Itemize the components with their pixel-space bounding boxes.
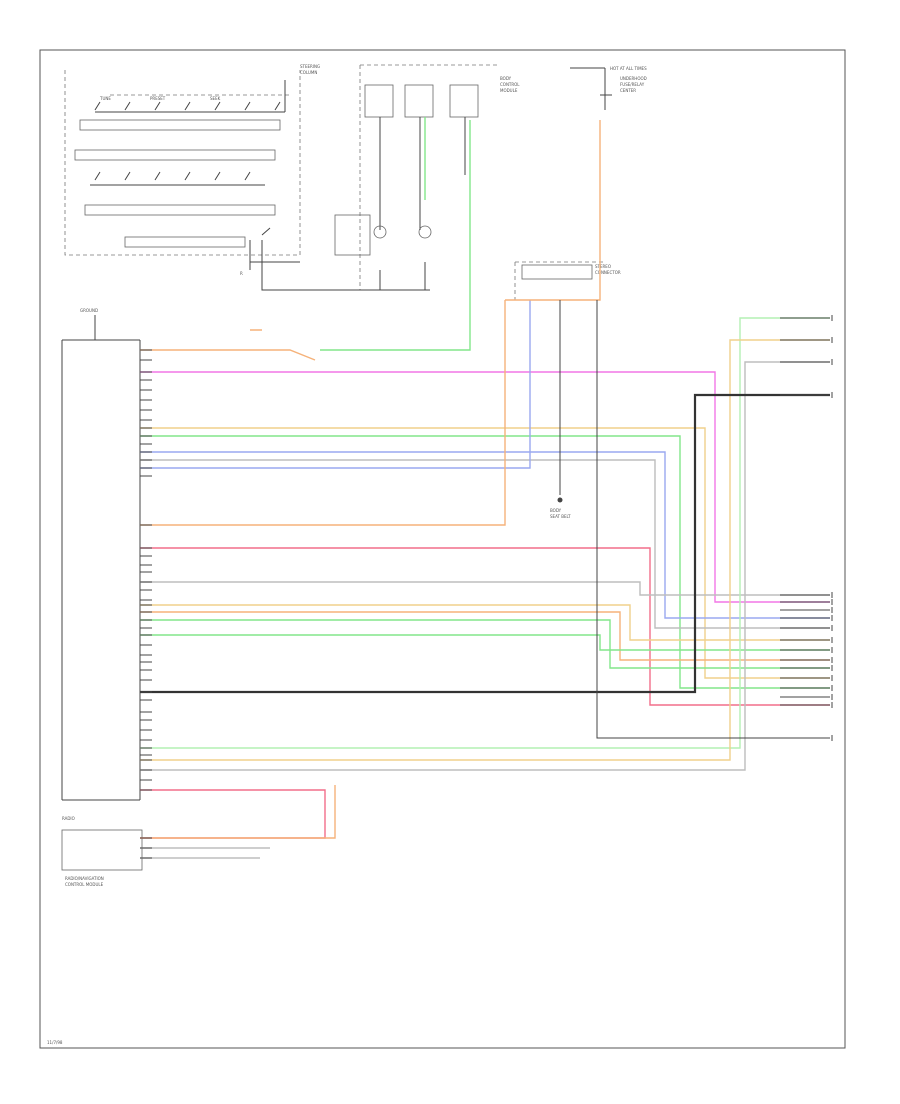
diagram-frame bbox=[39, 49, 846, 1049]
svg-text:HOT AT ALL TIMES: HOT AT ALL TIMES bbox=[610, 66, 647, 71]
wire-green-5 bbox=[140, 435, 830, 689]
fuse-group: HOT AT ALL TIMES UNDERHOODFUSE/RELAYCENT… bbox=[570, 66, 647, 110]
svg-text:CONTROL: CONTROL bbox=[500, 82, 520, 87]
wire-black-amp bbox=[596, 300, 830, 739]
wire-pink-3 bbox=[140, 371, 830, 603]
svg-text:STEREO: STEREO bbox=[595, 264, 611, 269]
svg-text:PRESET: PRESET bbox=[150, 96, 166, 101]
wire-tan-17 bbox=[140, 339, 830, 761]
wire-gray-11 bbox=[140, 581, 830, 596]
svg-text:RADIO/NAVIGATION: RADIO/NAVIGATION bbox=[65, 876, 104, 881]
connector-pin-16 bbox=[780, 702, 833, 708]
connector-pin-14 bbox=[780, 685, 833, 691]
connector-pin-10 bbox=[780, 647, 833, 653]
svg-text:BODY: BODY bbox=[550, 508, 562, 513]
connector-pin-9 bbox=[780, 637, 833, 643]
connector-pin-17 bbox=[780, 735, 833, 741]
connector-pin-1 bbox=[780, 337, 833, 343]
svg-text:FUSE/RELAY: FUSE/RELAY bbox=[620, 82, 645, 87]
connector-pin-0 bbox=[780, 315, 833, 321]
connector-pin-6 bbox=[780, 607, 833, 613]
wire-tan-4 bbox=[140, 427, 830, 679]
svg-text:TUNE: TUNE bbox=[99, 96, 111, 101]
svg-text:MODULE: MODULE bbox=[500, 88, 518, 93]
svg-text:SEAT BELT: SEAT BELT bbox=[550, 514, 571, 519]
connector-pin-13 bbox=[780, 675, 833, 681]
wire-orange-9 bbox=[140, 120, 601, 526]
right-connector-pins bbox=[140, 315, 833, 859]
svg-text:RADIO: RADIO bbox=[62, 816, 75, 821]
wire-lightgreen-16 bbox=[140, 317, 830, 749]
steering-wheel-switch-group: TUNE PRESET SEEK R bbox=[64, 70, 301, 276]
svg-text:CONTROL MODULE: CONTROL MODULE bbox=[65, 882, 104, 887]
wire-black-ground bbox=[140, 393, 830, 694]
svg-text:STEERING: STEERING bbox=[300, 64, 320, 69]
wire-gray-7 bbox=[140, 459, 830, 629]
wire-green-14 bbox=[140, 619, 830, 669]
connector-pin-2 bbox=[780, 359, 833, 365]
connector-pin-11 bbox=[780, 657, 833, 663]
svg-text:UNDERHOOD: UNDERHOOD bbox=[620, 76, 647, 81]
svg-text:R: R bbox=[240, 271, 243, 276]
connector-pin-8 bbox=[780, 625, 833, 631]
svg-text:COLUMN: COLUMN bbox=[300, 70, 317, 75]
footer-code: 11/7/98 bbox=[47, 1040, 63, 1045]
wire-group bbox=[140, 117, 830, 859]
wire-red-10 bbox=[140, 547, 830, 706]
wire-orange-0 bbox=[140, 329, 316, 361]
svg-text:CONNECTOR: CONNECTOR bbox=[595, 270, 621, 275]
connector-pin-15 bbox=[780, 694, 833, 700]
wire-blue-8 bbox=[140, 300, 531, 469]
svg-text:CENTER: CENTER bbox=[620, 88, 636, 93]
svg-text:SEEK: SEEK bbox=[210, 96, 221, 101]
radio-module: GROUND RADIO RADIO/NAVIGATION CONTROL MO… bbox=[61, 308, 143, 887]
connector-pin-5 bbox=[780, 599, 833, 605]
wire-green-15 bbox=[140, 634, 830, 651]
wire-gray-18 bbox=[140, 361, 830, 771]
connector-pin-12 bbox=[780, 665, 833, 671]
svg-text:BODY: BODY bbox=[500, 76, 512, 81]
svg-text:GROUND: GROUND bbox=[80, 308, 98, 313]
connector-pin-7 bbox=[780, 615, 833, 621]
wire-orange-13 bbox=[140, 611, 830, 661]
wire-red-19 bbox=[140, 789, 326, 839]
connector-pin-4 bbox=[780, 592, 833, 598]
wire-green-1 bbox=[320, 120, 471, 351]
wire-orange-20 bbox=[140, 785, 336, 839]
connector-pin-3 bbox=[780, 392, 833, 398]
wire-blue-6 bbox=[140, 451, 830, 619]
